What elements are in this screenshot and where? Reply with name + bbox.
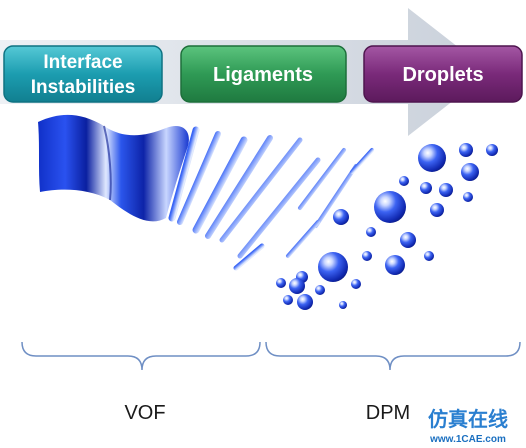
stage-label: Droplets [402,64,483,86]
liquid-sheet [38,114,189,222]
droplet [289,278,305,294]
ligament [350,148,374,174]
droplet [439,183,453,197]
liquid-sheet-edge [103,125,112,201]
method-label-dpm: DPM [366,402,410,424]
droplet [459,143,473,157]
stage-interface-instabilities: Interface Instabilities [3,45,163,103]
ligament [177,131,221,225]
bracket-dpm [265,341,521,371]
droplet [424,251,434,261]
ligament [192,136,248,234]
droplet [418,144,446,172]
droplet [362,251,372,261]
droplet [283,295,293,305]
droplet [315,285,325,295]
droplets [276,143,498,310]
stage-ligaments: Ligaments [180,45,347,103]
watermark-logo: 仿真在线 www.1CAE.com [428,407,508,445]
droplet [374,191,406,223]
droplet [463,192,473,202]
ligament [298,148,346,210]
droplet [430,203,444,217]
ligament [237,157,321,259]
stage-label: Ligaments [213,64,313,86]
droplet [333,209,349,225]
ligament [314,164,358,228]
droplet [351,279,361,289]
droplet [339,301,347,309]
spray-illustration [38,114,498,310]
watermark-chinese: 仿真在线 [428,407,508,431]
ligament [168,126,200,222]
droplet [399,176,409,186]
droplet [420,182,432,194]
stage-droplets: Droplets [363,45,523,103]
ligament [219,137,303,243]
droplet [276,278,286,288]
stage-label-line: Interface [43,52,122,73]
stage-label-line: Instabilities [31,77,136,98]
droplet [366,227,376,237]
droplet [400,232,416,248]
droplet [385,255,405,275]
droplet [486,144,498,156]
bracket-vof [21,341,261,371]
ligament [286,220,320,258]
ligament [205,135,273,239]
ligaments [168,126,374,271]
method-label-vof: VOF [124,402,165,424]
droplet [461,163,479,181]
ligament [233,243,265,271]
watermark-url: www.1CAE.com [429,434,506,445]
droplet [318,252,348,282]
droplet [297,294,313,310]
